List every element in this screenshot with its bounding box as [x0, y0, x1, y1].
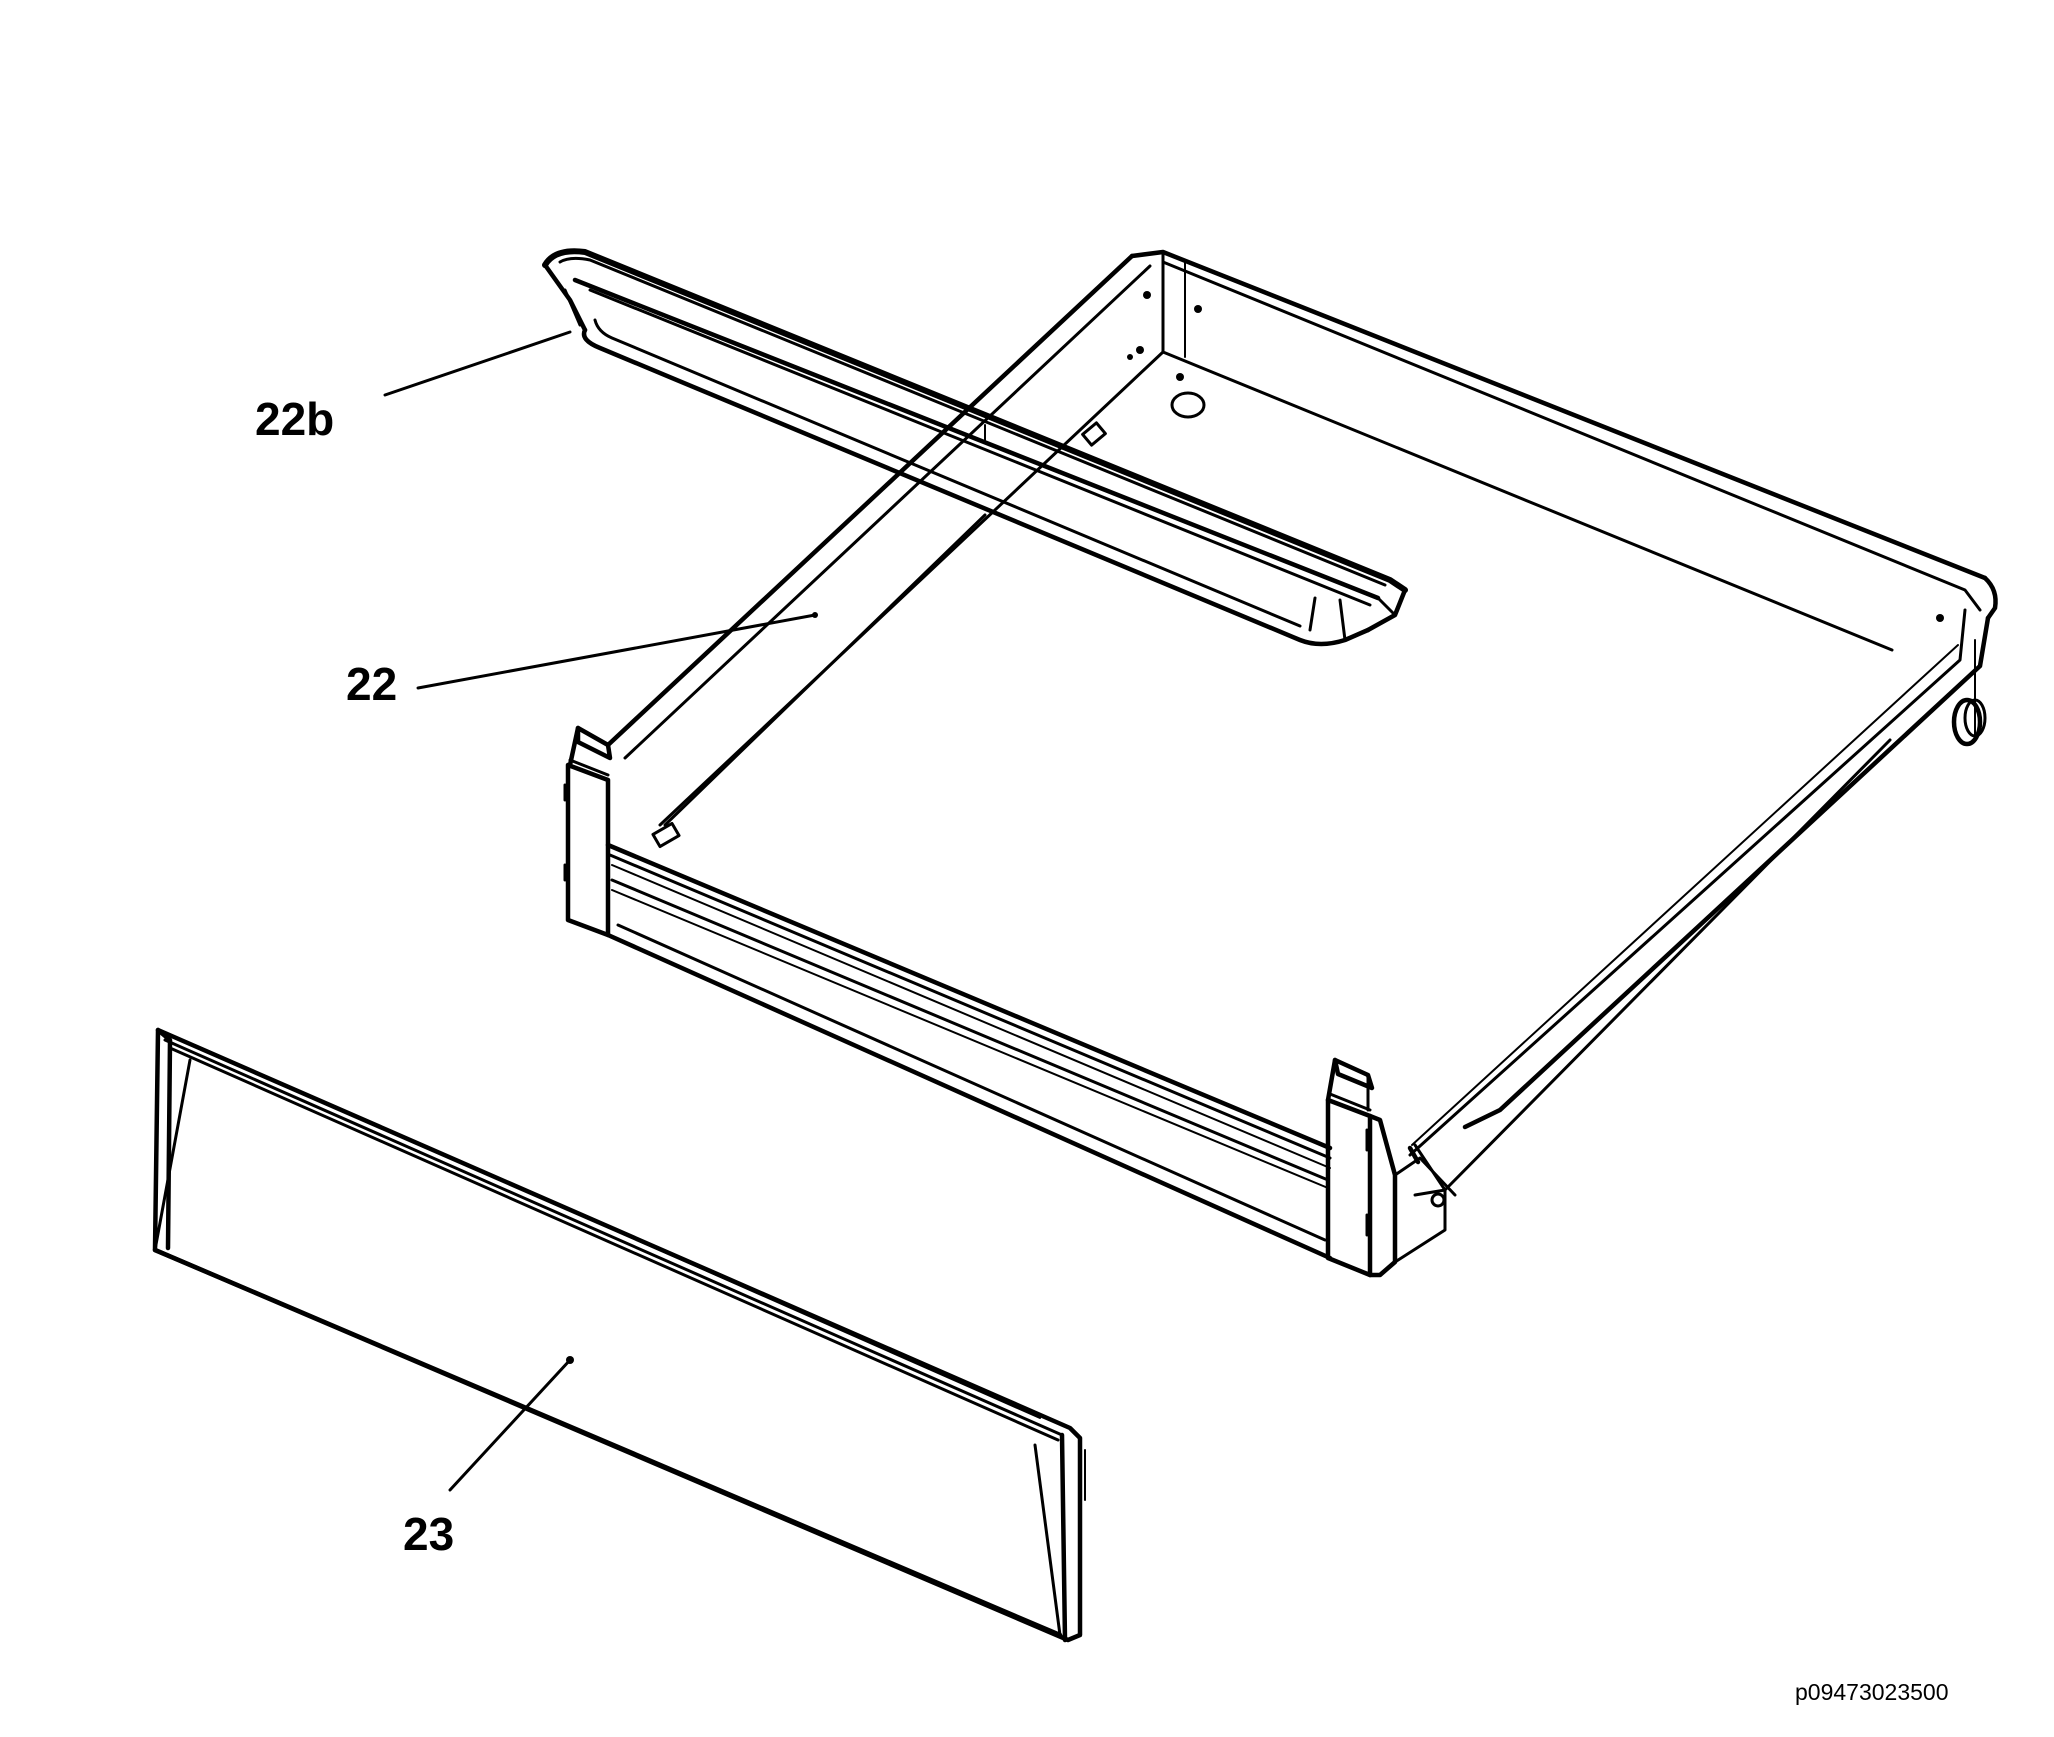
callout-22: 22 — [346, 658, 397, 710]
callout-23: 23 — [403, 1508, 454, 1560]
leader-23 — [448, 1358, 572, 1492]
callout-22b: 22b — [255, 393, 334, 445]
part-22b-handle-strip — [542, 248, 1408, 647]
leader-22b — [383, 330, 572, 397]
leader-22 — [416, 613, 817, 690]
leader-lines — [383, 330, 818, 1492]
part-23-front-panel — [152, 1027, 1086, 1643]
figure-id: p09473023500 — [1795, 1679, 1949, 1705]
part-22-tray-frame — [563, 249, 1998, 1278]
